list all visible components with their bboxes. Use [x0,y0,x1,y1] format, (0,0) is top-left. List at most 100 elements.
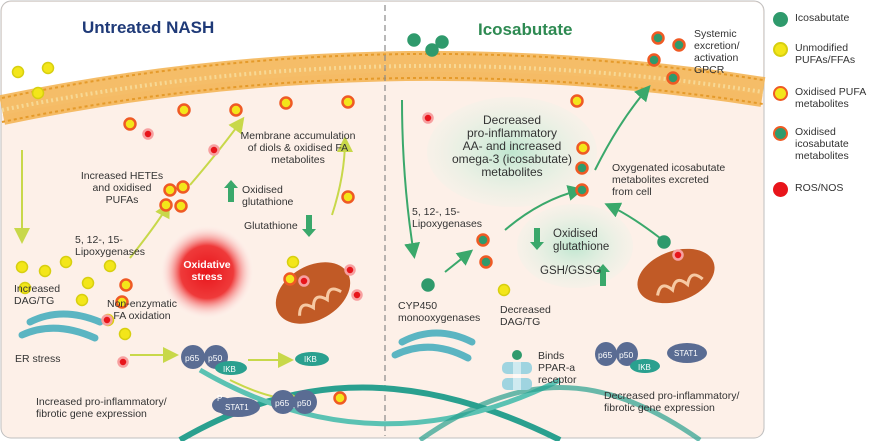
legend-label: ROS/NOS [795,182,844,194]
pufa-molecule [497,283,511,297]
label-membrane-accumulation: Membrane accumulation of diols & oxidise… [240,130,356,166]
dna-strand-3 [418,385,702,441]
er-left [18,310,104,342]
right-panel-title: Icosabutate [478,20,573,39]
icosabutate-molecule [407,33,421,47]
legend-swatch [775,88,786,99]
pufa-molecule [570,94,584,108]
pufa-molecule [163,183,177,197]
pufa-molecule [115,295,129,309]
legend-swatch [775,14,786,25]
label-p50-left: p50 [208,353,223,363]
metabolite-cloud [427,97,597,207]
pufa-molecule [229,103,243,117]
label-p50-lower: p50 [297,398,312,408]
label-nonenzymatic: Non-enzymatic FA oxidation [106,298,178,322]
label-p65-left: p65 [185,353,200,363]
icosabutate-molecule [435,35,449,49]
up-down-arrows [224,180,610,286]
label-p65-lower: p65 [275,398,290,408]
ros-molecule [117,356,129,368]
label-glutathione: Glutathione [244,220,298,232]
label-gsh-gssg: GSH/GSSG [540,265,602,277]
icosabutate-molecule [657,235,671,249]
left-panel-title: Untreated NASH [82,18,215,37]
label-dag-decreased: Decreased DAG/TG [500,304,551,328]
icosabutate-molecule [476,233,490,247]
pufa-molecule [177,103,191,117]
pufa-molecule [38,264,52,278]
label-oxidised-glutathione-right: Oxidised glutathione [553,228,610,253]
membrane-heads-inner [1,76,764,123]
pufa-molecule [11,65,25,79]
pufa-molecule [174,199,188,213]
label-hetes: Increased HETEs and oxidised PUFAs [80,170,164,206]
label-ikb-left: IKB [223,365,236,374]
pufa-molecule [75,293,89,307]
label-binds-ppar: Binds PPAR-a receptor [538,350,577,386]
icosabutate-molecule [647,53,661,67]
pufa-molecule [15,260,29,274]
label-p: P [217,394,223,403]
pufa-molecule [576,141,590,155]
ros-molecule [351,289,363,301]
pufa-molecule [118,327,132,341]
pufa-molecule [123,117,137,131]
mitochondrion-right [637,248,715,304]
ros-molecule [142,128,154,140]
legend-swatch [775,128,786,139]
legend-label: Icosabutate [795,12,850,24]
label-gene-expression-right: Decreased pro-inflammatory/ fibrotic gen… [604,390,740,414]
label-gene-expression-left: Increased pro-inflammatory/ fibrotic gen… [36,396,167,420]
label-dag-increased: Increased DAG/TG [14,283,61,307]
pufa-molecule [341,95,355,109]
pufa-molecule [81,276,95,290]
label-oxidised-glutathione-left: Oxidised glutathione [242,184,294,208]
label-decreased-proinflammatory: Decreased pro-inflammatory AA- and incre… [451,113,573,179]
legend-label: Oxidised icosabutate metabolites [795,126,849,162]
legend-swatch [775,184,786,195]
pufa-molecule [59,255,73,269]
pufa-molecule [41,61,55,75]
pufa-molecule [333,391,347,405]
label-stat1-left: STAT1 [225,403,249,412]
pufa-molecule [31,86,45,100]
label-ikb-right: IKB [638,363,651,372]
pufa-molecule [283,272,297,286]
ros-molecule [101,314,113,326]
label-cyp450: CYP450 monooxygenases [398,300,481,324]
panel-frame [0,0,765,439]
pufa-molecule [18,281,32,295]
oxidative-stress-glow [159,224,255,320]
pufa-molecule [119,278,133,292]
proteins-right [502,342,707,390]
pufa-molecule [341,190,355,204]
ros-molecule [672,249,684,261]
label-lipoxygenases-right: 5, 12-, 15- Lipoxygenases [412,206,483,230]
er-right [391,329,476,362]
ros-molecule [422,112,434,124]
label-oxygenated: Oxygenated icosabutate metabolites excre… [612,162,726,198]
ros-molecule [344,264,356,276]
label-stat1-right: STAT1 [674,349,698,358]
icosabutate-molecule [651,31,665,45]
icosabutate-molecule [421,278,435,292]
legend-swatch [775,44,786,55]
molecules [11,31,686,405]
label-p65-right: p65 [598,350,613,360]
right-arrows [401,84,661,273]
icosabutate-molecule [575,161,589,175]
pufa-molecule [176,180,190,194]
legend-label: Unmodified PUFAs/FFAs [795,42,856,66]
legend-label: Oxidised PUFA metabolites [795,86,867,110]
icosabutate-molecule [672,38,686,52]
label-lipoxygenases-left: 5, 12-, 15- Lipoxygenases [75,234,146,258]
ros-molecule [208,144,220,156]
pufa-molecule [279,96,293,110]
pufa-molecule [103,259,117,273]
label-er-stress: ER stress [15,353,61,365]
label-p50-right: p50 [619,350,634,360]
pufa-molecule [159,198,173,212]
